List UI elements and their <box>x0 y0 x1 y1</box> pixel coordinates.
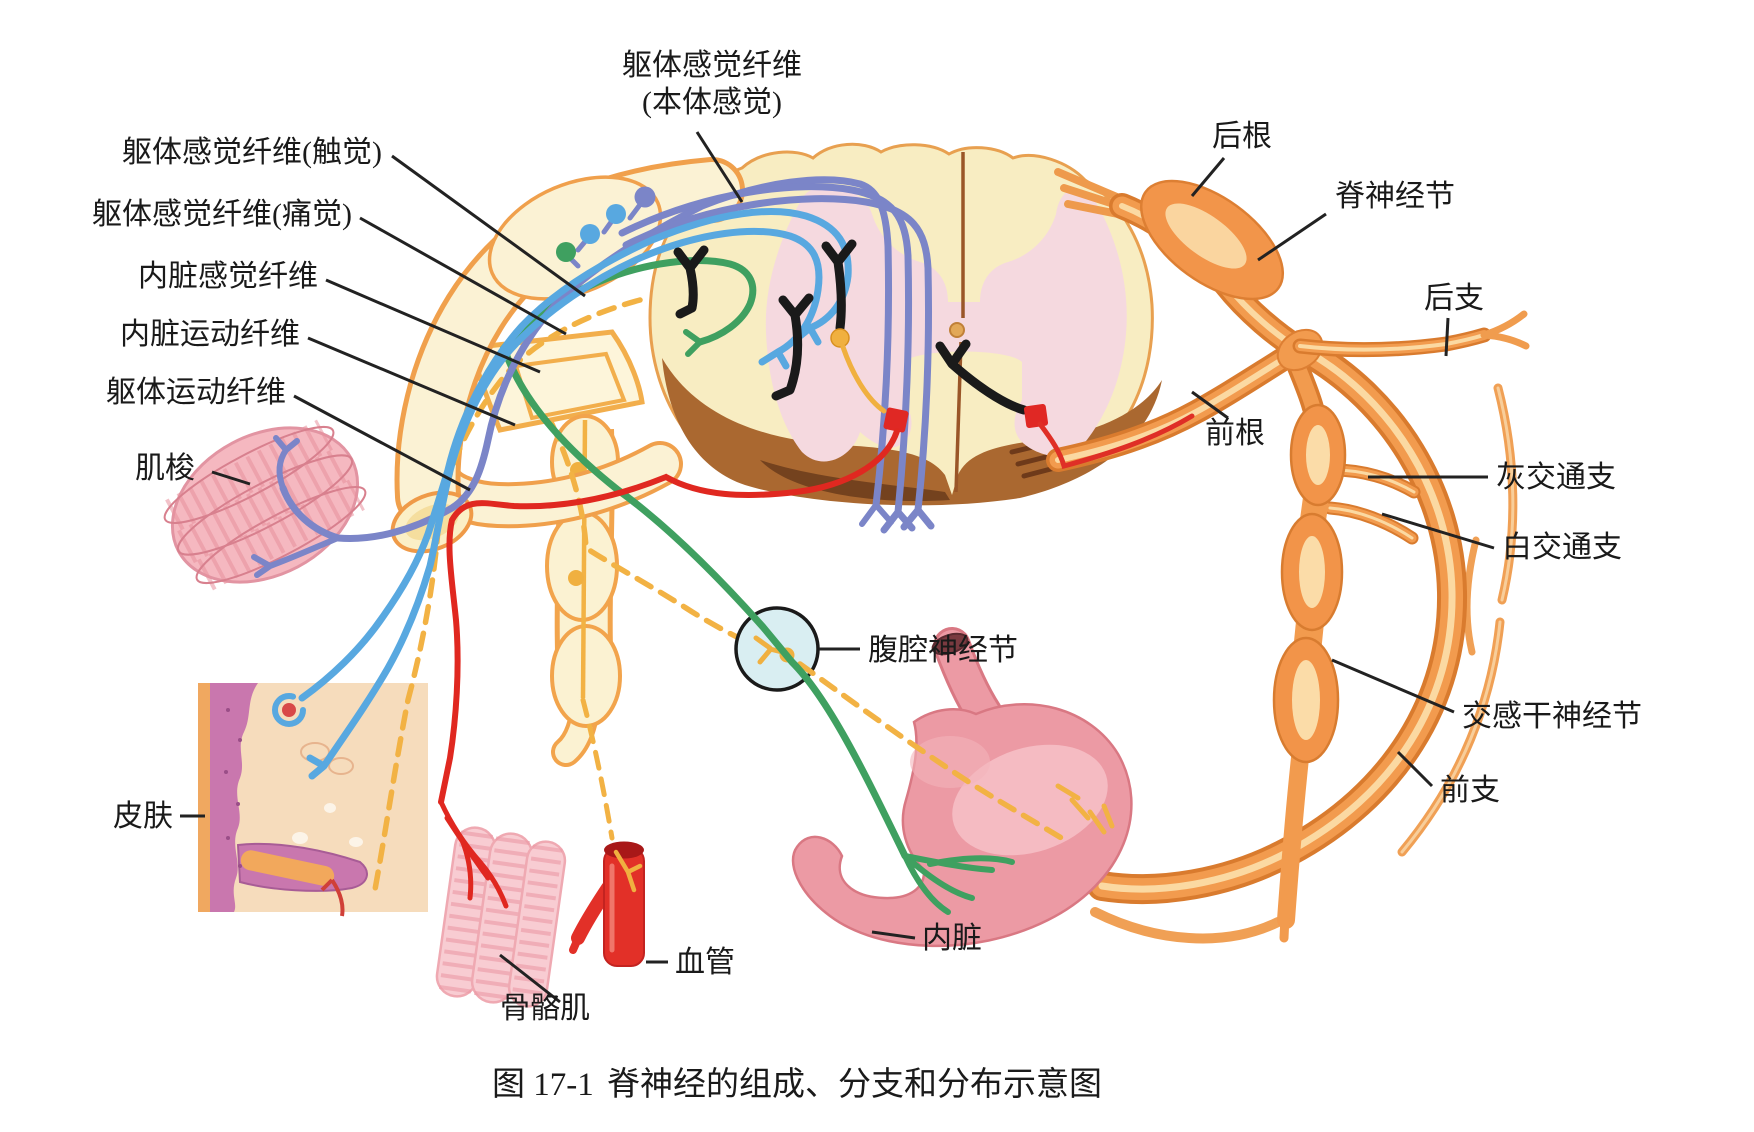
skin-illustration <box>198 683 428 917</box>
visceral-motor-fiber-to-vessel <box>580 697 615 841</box>
posterior-root-nerve <box>1054 168 1313 363</box>
leader-sympathetic-ganglion <box>1331 658 1455 714</box>
anterior-root-nerve <box>1046 344 1300 472</box>
skeletal-muscle-illustration <box>435 826 567 1008</box>
label-somatic-motor: 躯体运动纤维 <box>106 376 286 409</box>
leader-posterior-branch <box>1444 317 1450 357</box>
visceral-sensory-stomach-twigs <box>902 853 1015 915</box>
nerve-fibers <box>251 176 1195 915</box>
blood-vessel-illustration <box>569 841 645 967</box>
rib-arcs <box>1090 383 1518 944</box>
skin-red-nerve <box>320 878 345 917</box>
label-anterior-root: 前根 <box>1205 417 1265 450</box>
muscle-spindle-illustration <box>163 419 367 591</box>
epidermis <box>210 683 258 912</box>
motor-neuron-left <box>883 407 909 433</box>
leader-white-ramus <box>1381 512 1495 550</box>
follicle-loop <box>272 693 306 727</box>
leader-pain <box>359 216 567 336</box>
ganglion-cell-touch <box>606 204 626 224</box>
leader-skeletal-muscle <box>499 953 561 1004</box>
label-viscera: 内脏 <box>922 922 982 955</box>
label-blood-vessel: 血管 <box>675 946 735 979</box>
ganglion-cell-proprio <box>634 186 656 208</box>
visceral-motor-fiber-preganglionic <box>549 421 763 651</box>
central-canal <box>949 322 965 338</box>
label-skin: 皮肤 <box>113 800 173 833</box>
label-somatic-sensory-proprio: 躯体感觉纤维 <box>622 49 802 82</box>
leader-posterior-root <box>1190 157 1226 197</box>
leader-touch <box>391 154 586 298</box>
label-visceral-motor: 内脏运动纤维 <box>120 318 300 351</box>
leader-anterior-branch <box>1396 750 1434 788</box>
esophagus-opening <box>931 632 969 656</box>
lateral-horn-cell <box>830 328 850 348</box>
sympathetic-ganglion-highlight <box>1306 425 1330 485</box>
caption-number: 图 17-1 <box>492 1067 594 1103</box>
somatic-motor-muscle-twigs <box>438 799 509 909</box>
leader-visceral-motor <box>307 336 516 427</box>
label-posterior-branch: 后支 <box>1424 282 1484 315</box>
somatic-motor-fiber <box>438 428 900 805</box>
caption-title: 脊神经的组成、分支和分布示意图 <box>607 1066 1102 1103</box>
gray-communicating-branch <box>1327 463 1421 499</box>
right-nerve-structures <box>1046 168 1530 944</box>
label-somatic-sensory-touch: 躯体感觉纤维(触觉) <box>122 136 382 169</box>
leader-proprio <box>695 131 744 203</box>
label-muscle-spindle: 肌梭 <box>135 452 195 485</box>
label-skeletal-muscle: 骨骼肌 <box>500 992 590 1025</box>
interneurons <box>673 239 1029 415</box>
ganglion-cell-pain <box>580 224 600 244</box>
label-sympathetic-ganglion: 交感干神经节 <box>1462 700 1642 733</box>
annotations: 躯体感觉纤维 (本体感觉) 躯体感觉纤维(触觉) 躯体感觉纤维(痛觉) 内脏感觉… <box>92 49 1642 1025</box>
label-posterior-root: 后根 <box>1212 120 1272 153</box>
leader-visceral-sensory <box>325 278 541 374</box>
label-white-ramus: 白交通支 <box>1502 531 1622 564</box>
label-spinal-ganglion: 脊神经节 <box>1335 180 1455 213</box>
gray-matter-butterfly <box>765 186 1127 462</box>
vessel-sympathetic-sprig <box>613 849 643 893</box>
leader-anterior-root <box>1191 390 1229 420</box>
visceral-motor-fiber-postganglionic <box>797 661 1071 845</box>
right-motor-axon <box>1037 413 1195 470</box>
label-celiac-ganglion: 腹腔神经节 <box>868 634 1018 667</box>
stomach-illustration <box>791 627 1133 948</box>
leader-spinal-ganglion <box>1257 212 1327 262</box>
label-gray-ramus: 灰交通支 <box>1496 461 1616 494</box>
label-somatic-sensory-proprio-2: (本体感觉) <box>642 86 782 119</box>
ganglion-cell-visceral <box>556 242 576 262</box>
leader-somatic-motor <box>293 394 471 492</box>
leader-muscle-spindle <box>211 470 251 486</box>
label-anterior-branch: 前支 <box>1440 774 1500 807</box>
leader-viscera <box>871 930 916 940</box>
sympathetic-trunk <box>1272 351 1347 943</box>
white-communicating-branch <box>1323 501 1419 545</box>
label-visceral-sensory: 内脏感觉纤维 <box>138 260 318 293</box>
proprioceptive-strand-3 <box>622 195 935 531</box>
motor-neuron-right <box>1023 403 1049 429</box>
anterior-branch-arc <box>1087 337 1468 905</box>
pain-fiber <box>306 227 823 780</box>
figure-caption: 图 17-1 脊神经的组成、分支和分布示意图 <box>492 1066 1102 1103</box>
posterior-branch-nerve <box>1292 310 1530 358</box>
sympathetic-schematic <box>466 329 645 767</box>
label-somatic-sensory-pain: 躯体感觉纤维(痛觉) <box>92 198 352 231</box>
